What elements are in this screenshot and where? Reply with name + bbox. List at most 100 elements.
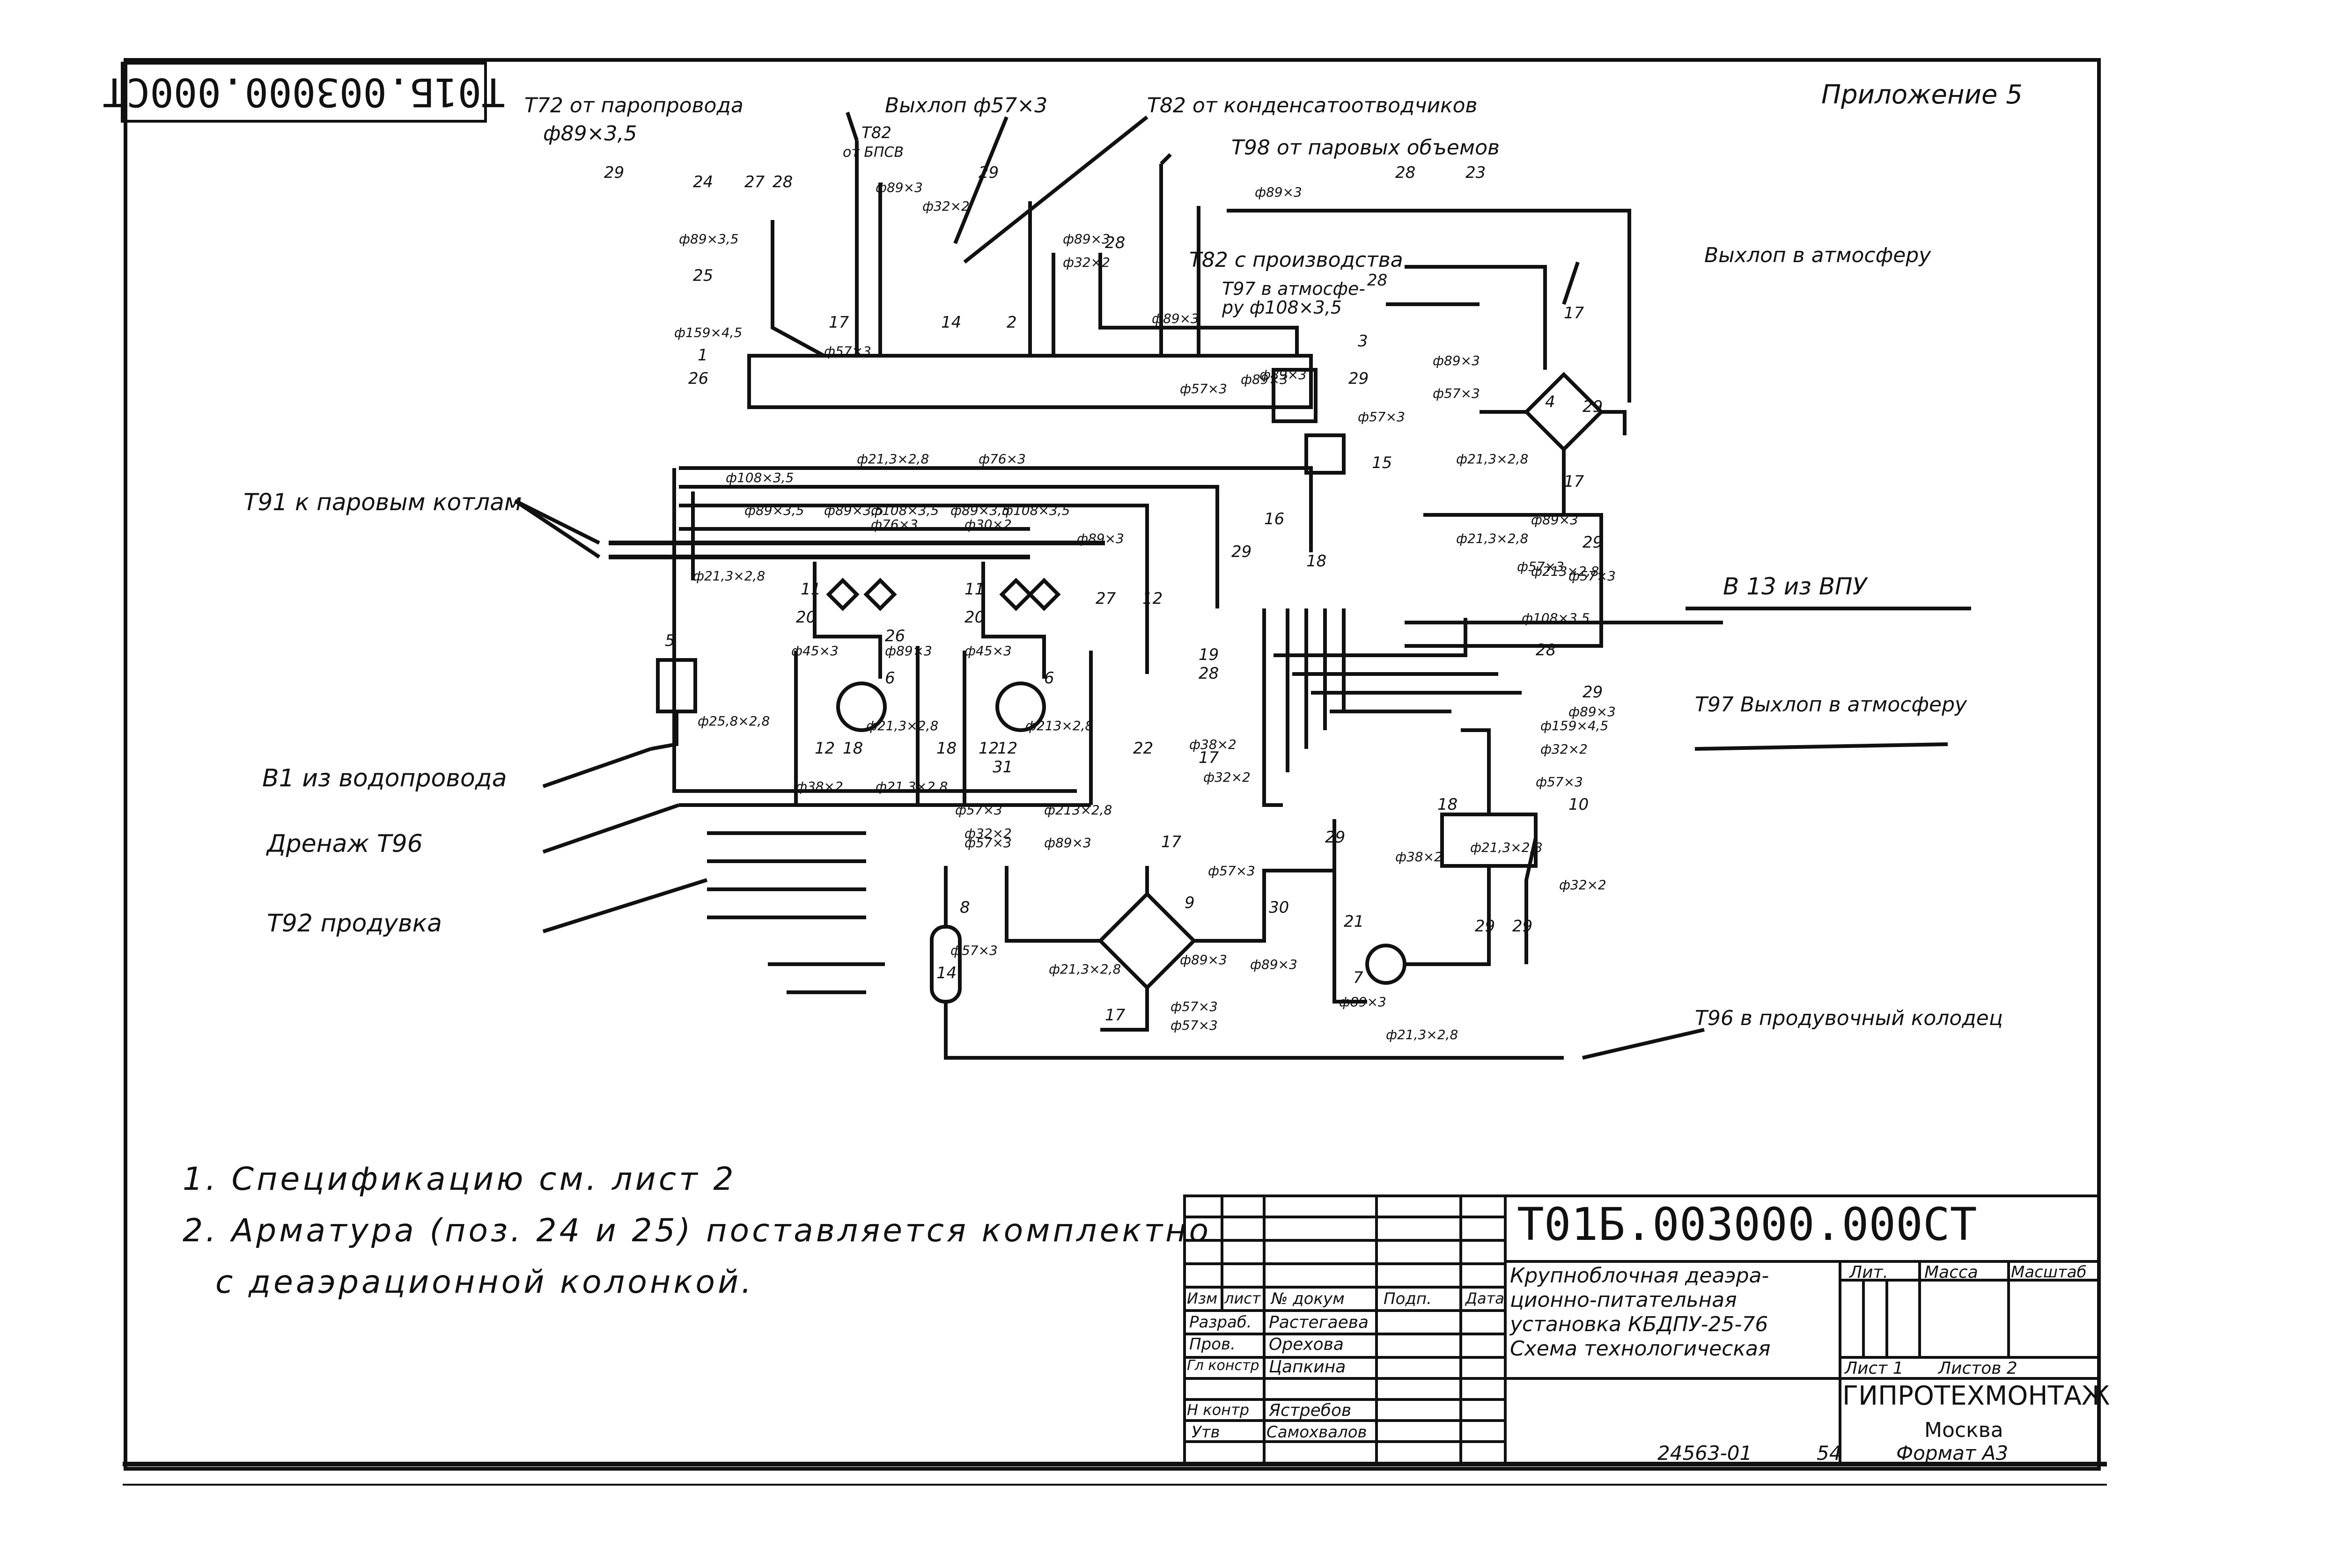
role-1: Разраб. bbox=[1189, 1313, 1252, 1332]
hdr-sign: Подп. bbox=[1384, 1290, 1432, 1308]
pump-6b bbox=[995, 681, 1046, 732]
position-number: 26 bbox=[688, 369, 708, 388]
position-number: 6 bbox=[885, 669, 895, 688]
position-number: 2 bbox=[1007, 313, 1017, 332]
pipe-size-label: ф57×3 bbox=[824, 344, 871, 359]
pipe-size-label: ф21,3×2,8 bbox=[693, 568, 765, 584]
pipe-size-label: ф89×3 bbox=[1044, 835, 1091, 850]
pipe-size-label: ф159×4,5 bbox=[1540, 718, 1608, 733]
position-number: 19 bbox=[1199, 645, 1219, 664]
position-number: 17 bbox=[1105, 1006, 1126, 1025]
callout-b13: В 13 из ВПУ bbox=[1723, 573, 1869, 600]
pipe-size-label: ф89×3 bbox=[1250, 957, 1297, 972]
column-3 bbox=[1272, 368, 1318, 423]
pipe-size-label: ф57×3 bbox=[1433, 386, 1480, 401]
pipe-size-label: ф45×3 bbox=[791, 643, 839, 659]
pipe-size-label: ф89×3 bbox=[1433, 353, 1480, 368]
rotated-drawing-code: Т01Б.003000.000СТ bbox=[103, 62, 505, 123]
piping-network bbox=[514, 111, 1971, 1060]
position-number: 18 bbox=[1437, 795, 1458, 814]
position-number: 28 bbox=[773, 173, 793, 191]
pipe-size-label: ф89×3 bbox=[1531, 512, 1578, 528]
position-number: 14 bbox=[941, 313, 961, 332]
position-number: 29 bbox=[604, 163, 624, 182]
callout-t82-bpsv: Т82 bbox=[861, 124, 891, 142]
position-number: 1 bbox=[698, 346, 708, 365]
position-number: 7 bbox=[1353, 968, 1363, 987]
position-number: 14 bbox=[936, 964, 957, 982]
position-number: 11 bbox=[964, 580, 985, 599]
pipe-size-label: ф108×3,5 bbox=[1002, 503, 1070, 518]
pipe-size-label: ф89×3,5 bbox=[679, 231, 739, 247]
pipe-size-label: ф57×3 bbox=[1568, 568, 1616, 584]
pipe-size-label: ф159×4,5 bbox=[674, 325, 742, 340]
pipe-size-label: ф89×3 bbox=[1180, 952, 1227, 967]
role-2: Пров. bbox=[1189, 1335, 1236, 1354]
title-block-grid bbox=[1183, 1194, 2100, 1465]
pipe-size-label: ф32×2 bbox=[964, 826, 1012, 841]
callout-t96-well: Т96 в продувочный колодец bbox=[1695, 1006, 2003, 1030]
inventory-number: 24563-01 bbox=[1657, 1442, 1752, 1465]
vessel-3b bbox=[1304, 433, 1346, 475]
callout-t98: Т98 от паровых объемов bbox=[1231, 136, 1500, 160]
position-number: 10 bbox=[1568, 795, 1589, 814]
sheet-number: Лист 1 bbox=[1845, 1359, 1904, 1378]
pipe-size-label: ф38×2 bbox=[1189, 737, 1237, 752]
callout-t82-bpsv-sub: от БПСВ bbox=[843, 144, 904, 161]
title-line-4: Схема технологическая bbox=[1510, 1337, 1771, 1361]
pipe-size-label: ф89×3 bbox=[1063, 231, 1110, 247]
position-number: 30 bbox=[1269, 898, 1289, 917]
pipe-size-label: ф57×3 bbox=[1208, 863, 1255, 879]
pipe-size-label: ф108×3,5 bbox=[1522, 610, 1590, 626]
pipe-size-label: ф32×2 bbox=[922, 198, 970, 214]
position-number: 18 bbox=[1306, 552, 1326, 571]
title-line-2: ционно-питательная bbox=[1510, 1288, 1737, 1312]
position-number: 15 bbox=[1372, 454, 1392, 472]
hdr-list: лист bbox=[1224, 1290, 1261, 1307]
callout-t97-atm2: ру ф108×3,5 bbox=[1222, 297, 1342, 318]
callout-t82-condensate: Т82 от конденсатоотводчиков bbox=[1147, 94, 1477, 117]
note-1: 1. Спецификацию см. лист 2 bbox=[183, 1161, 736, 1198]
pipe-size-label: ф32×2 bbox=[1203, 769, 1251, 785]
city-name: Москва bbox=[1924, 1418, 2003, 1442]
position-number: 29 bbox=[1231, 542, 1251, 561]
pipe-size-labels: ф89×3,5 ф159×4,5 ф57×3 ф89×3 ф32×2 ф89×3 ф32×2… bbox=[674, 180, 1616, 1042]
position-number: 29 bbox=[1583, 683, 1603, 702]
pump-6a bbox=[836, 681, 887, 732]
pipe-size-label: ф32×2 bbox=[1559, 877, 1606, 893]
pipe-size-label: ф108×3,5 bbox=[871, 503, 939, 518]
position-number: 28 bbox=[1199, 664, 1219, 683]
position-number: 12 bbox=[815, 739, 835, 758]
position-number: 17 bbox=[1564, 472, 1584, 491]
pipe-size-label: ф89×3 bbox=[1568, 704, 1616, 719]
pipe-size-label: ф89×3,5 bbox=[950, 503, 1010, 518]
position-number: 11 bbox=[801, 580, 821, 599]
pipe-size-label: ф57×3 bbox=[1517, 559, 1564, 574]
pipe-size-label: ф57×3 bbox=[955, 802, 1002, 818]
callout-t97-atm: Т97 в атмосфе- bbox=[1222, 278, 1365, 299]
position-number: 9 bbox=[1185, 894, 1195, 912]
lit-label: Лит. bbox=[1849, 1263, 1888, 1282]
position-number: 28 bbox=[1367, 271, 1387, 290]
position-number: 20 bbox=[964, 608, 985, 627]
paper-format: Формат А3 bbox=[1896, 1442, 2009, 1465]
pipe-size-label: ф21,3×2,8 bbox=[876, 779, 948, 794]
pipe-size-label: ф21,3×2,8 bbox=[1456, 451, 1528, 467]
position-number: 28 bbox=[1105, 234, 1125, 252]
pipe-size-label: ф57×3 bbox=[950, 943, 998, 958]
name-2: Орехова bbox=[1269, 1335, 1344, 1354]
callout-t97-exhaust: Т97 Выхлоп в атмосферу bbox=[1695, 693, 1967, 717]
position-number: 17 bbox=[1199, 748, 1219, 767]
pipe-size-label: ф21,3×2,8 bbox=[857, 451, 929, 467]
hdr-doc: № докум bbox=[1271, 1290, 1345, 1308]
mass-label: Масса bbox=[1924, 1263, 1978, 1282]
callout-t82-production: Т82 с производства bbox=[1189, 248, 1403, 272]
role-5: Н контр bbox=[1187, 1401, 1250, 1419]
callout-b1: В1 из водопровода bbox=[262, 764, 507, 792]
note-3: с деаэрационной колонкой. bbox=[215, 1264, 754, 1301]
callout-exhaust-atm: Выхлоп в атмосферу bbox=[1704, 243, 1931, 267]
pipe-size-label: ф21,3×2,8 bbox=[1386, 1027, 1458, 1042]
position-number: 31 bbox=[993, 758, 1013, 777]
tank-5 bbox=[656, 658, 697, 713]
